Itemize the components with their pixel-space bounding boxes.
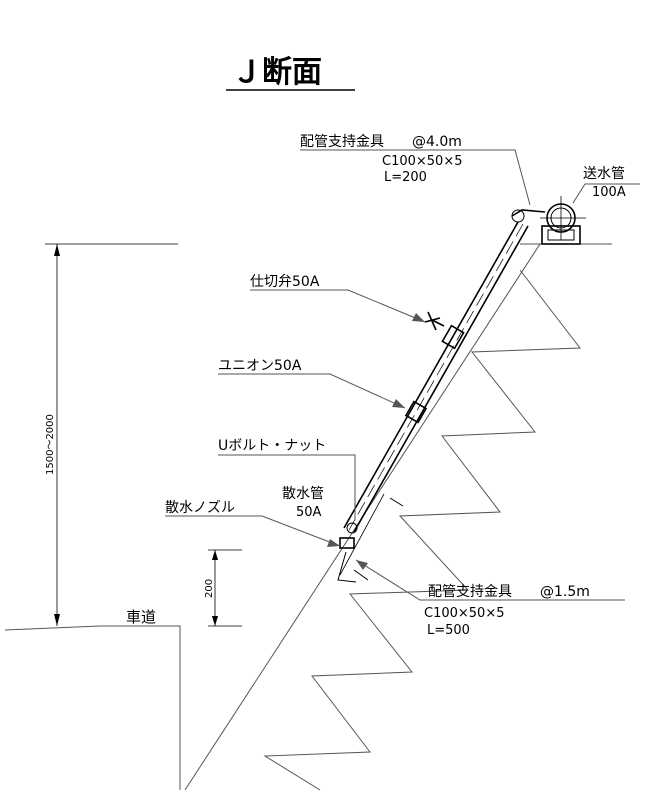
label-nozzle: 散水ノズル [165, 500, 235, 516]
water-main-support-block [541, 225, 581, 245]
bracket-lower-bolt [353, 569, 369, 581]
label-support-bottom: 配管支持金具 @1.5m [428, 584, 590, 600]
leader-nozzle [165, 515, 341, 547]
road-label: 車道 [126, 608, 156, 626]
leader-gate-valve [250, 289, 426, 323]
ubolt-nut [346, 522, 358, 534]
leader-support-top [300, 149, 531, 206]
label-support-bottom-spec2: L=500 [427, 623, 470, 638]
elbow-joint [511, 209, 525, 223]
gate-valve-handle [424, 311, 441, 331]
gate-valve-stem [431, 319, 445, 327]
nozzle-body [339, 537, 355, 549]
spray-pipe-centerline [348, 223, 524, 531]
bracket-lower-rail [339, 493, 385, 576]
retaining-wall-blocks [263, 269, 581, 791]
dim200-text: 200 [204, 579, 215, 598]
bracket-lower-top [389, 497, 404, 507]
dim-arrow-bottom [54, 614, 60, 626]
label-spray-pipe: 散水管 [282, 486, 324, 502]
dim200-arrow-top [212, 550, 218, 560]
road-ground-line [4, 625, 181, 790]
label-union: ユニオン50A [218, 358, 302, 374]
label-ubolt: Uボルト・ナット [218, 438, 326, 454]
leader-water-main [572, 183, 640, 204]
arrow-union [392, 399, 405, 408]
union-fitting [404, 400, 428, 424]
label-spray-pipe-size: 50A [296, 505, 322, 520]
gate-valve-body [441, 324, 465, 350]
bracket-lower-body [337, 551, 357, 583]
leader-ubolt [218, 454, 356, 520]
water-main-saddle [547, 229, 575, 241]
label-support-bottom-spec1: C100×50×5 [424, 606, 505, 621]
dim200-arrow-bottom [212, 616, 218, 626]
spray-pipe-edge-2 [353, 225, 529, 533]
dim-arrow-top [54, 244, 60, 256]
label-water-main-size: 100A [592, 185, 626, 200]
leader-union [218, 373, 406, 409]
leader-support-bottom [355, 559, 625, 601]
label-support-top-spec2: L=200 [384, 170, 427, 185]
dim-height-text: 1500～2000 [45, 414, 56, 475]
label-water-main: 送水管 [583, 166, 625, 182]
arrow-nozzle [327, 539, 340, 547]
arrow-gate-valve [412, 313, 425, 322]
page-title: Ｊ断面 [232, 55, 322, 90]
pipe-elbow-top [511, 209, 546, 217]
label-support-top-spec1: C100×50×5 [382, 154, 463, 169]
arrow-support-bottom [356, 560, 368, 570]
spray-pipe-edge-1 [343, 221, 519, 529]
label-gate-valve: 仕切弁50A [250, 274, 320, 290]
label-support-top: 配管支持金具 @4.0m [300, 134, 462, 150]
